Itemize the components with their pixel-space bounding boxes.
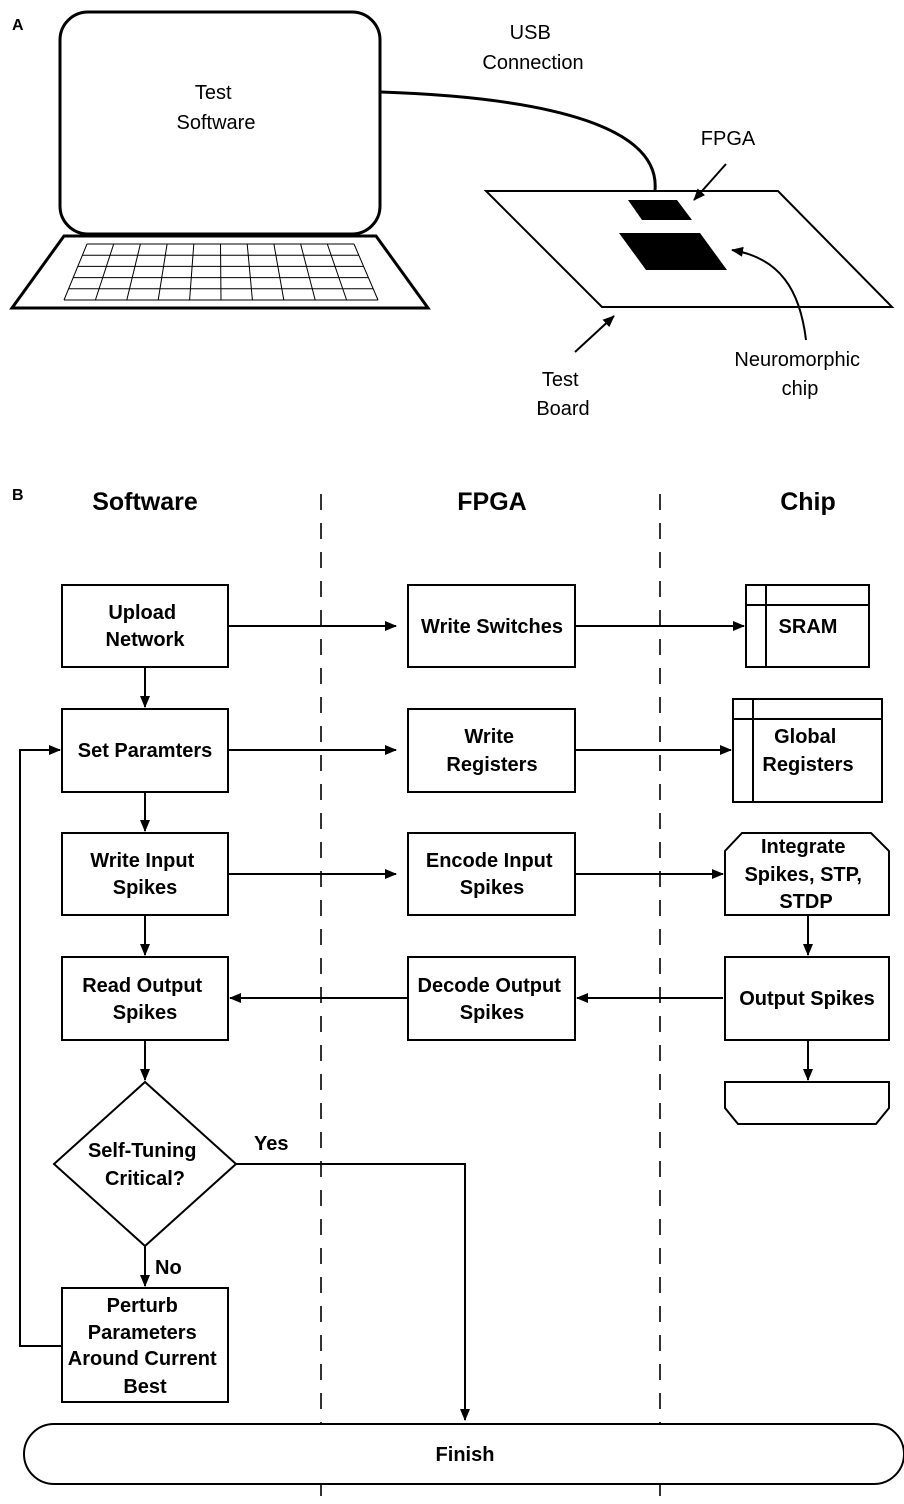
integrate-spikes-label: Integrate Spikes, STP, STDP (744, 836, 867, 913)
output-spikes-box (724, 956, 890, 1041)
fpga-label: FPGA (701, 128, 756, 150)
board-pointer-arrow (574, 315, 615, 353)
write-switches-box (407, 584, 576, 668)
write-input-spikes-label: Write Input Spikes (90, 850, 200, 899)
column-header-fpga: FPGA (457, 488, 526, 516)
integrate-spikes-box (724, 832, 890, 916)
keyboard-grid-icon (63, 243, 379, 301)
perturb-parameters-box (61, 1287, 229, 1403)
panel-b-label: B (12, 487, 24, 504)
decision-diamond (52, 1080, 238, 1248)
set-parameters-label: Set Paramters (78, 740, 213, 762)
finish-terminator (23, 1423, 904, 1485)
sram-storage-box (745, 584, 870, 668)
column-header-chip: Chip (780, 488, 836, 516)
encode-input-spikes-label: Encode Input Spikes (426, 850, 558, 899)
write-registers-label: Write Registers (446, 726, 537, 776)
read-output-spikes-box (61, 956, 229, 1041)
write-switches-label: Write Switches (421, 616, 563, 638)
yes-label: Yes (254, 1133, 288, 1155)
perturb-parameters-label: Perturb Parameters Around Current Best (68, 1295, 222, 1398)
flow-connectors (19, 621, 813, 1421)
sram-label: SRAM (779, 616, 838, 638)
write-input-spikes-box (61, 832, 229, 916)
decode-output-spikes-label: Decode Output Spikes (418, 975, 567, 1024)
chip-pointer-arrow (731, 246, 807, 341)
panel-a-label: A (12, 17, 24, 34)
set-parameters-box (61, 708, 229, 793)
fpga-pointer-arrow (693, 163, 727, 201)
read-output-spikes-label: Read Output Spikes (82, 975, 208, 1024)
output-terminator-box (724, 1081, 890, 1125)
no-label: No (155, 1257, 182, 1279)
upload-network-label: Upload Network (106, 602, 186, 651)
laptop-icon (9, 10, 431, 310)
neuromorphic-chip-label: Neuromorphic chip (734, 349, 865, 400)
decision-label: Self-Tuning Critical? (88, 1140, 202, 1190)
fpga-chip (628, 200, 692, 220)
decode-output-spikes-box (407, 956, 576, 1041)
test-board-label: Test Board (536, 369, 589, 420)
usb-cable (379, 90, 657, 191)
upload-network-box (61, 584, 229, 668)
output-spikes-label: Output Spikes (739, 988, 875, 1010)
laptop-label: Test Software (177, 82, 256, 134)
global-registers-label: Global Registers (762, 726, 853, 776)
column-header-software: Software (92, 488, 198, 516)
finish-label: Finish (436, 1444, 495, 1466)
global-registers-storage-box (732, 698, 883, 803)
usb-connection-label: USB Connection (482, 22, 583, 74)
encode-input-spikes-box (407, 832, 576, 916)
write-registers-box (407, 708, 576, 793)
neuromorphic-chip (619, 233, 727, 270)
